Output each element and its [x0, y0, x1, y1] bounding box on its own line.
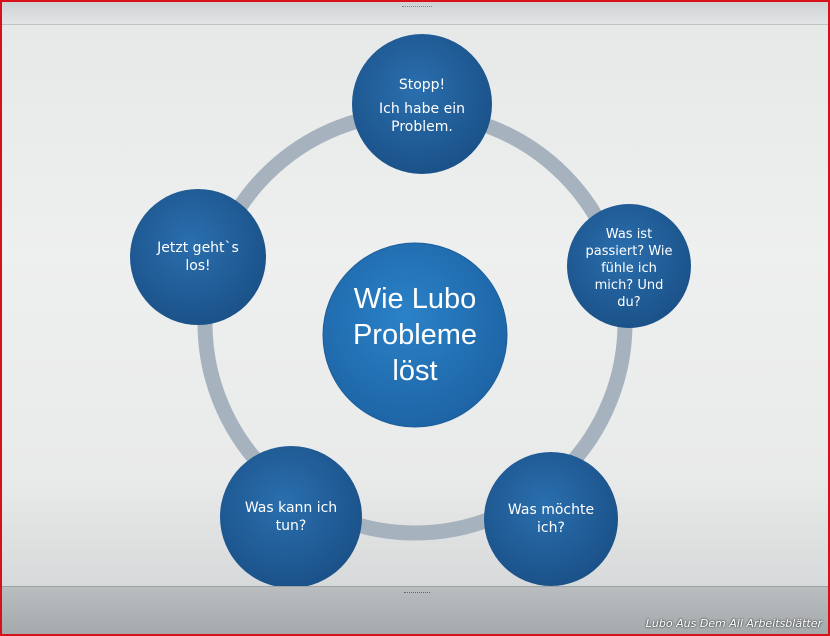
- screen-bottom-band: [2, 586, 828, 634]
- step-nodes: [130, 34, 691, 588]
- node-circle-was-ist-passiert: [567, 204, 691, 328]
- node-circle-was-kann-ich-tun: [220, 446, 362, 588]
- node-circle-was-moechte-ich: [484, 452, 618, 586]
- watermark-caption: Lubo Aus Dem All Arbeitsblätter: [645, 617, 822, 630]
- screen-top-band: [2, 2, 828, 25]
- node-circle-jetzt-gehts-los: [130, 189, 266, 325]
- center-node: [322, 242, 508, 428]
- resize-grip-bottom: [404, 592, 430, 596]
- resize-grip-top: [402, 6, 432, 10]
- center-circle: [322, 242, 508, 428]
- node-circle-stopp: [352, 34, 492, 174]
